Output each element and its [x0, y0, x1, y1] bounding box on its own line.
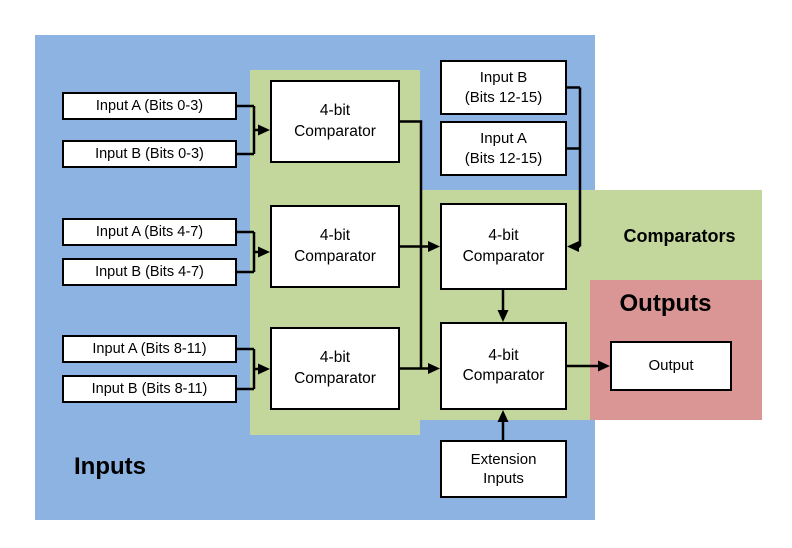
arrowhead [258, 363, 270, 375]
outputs-region-label: Outputs [619, 290, 712, 317]
wire-comparator-4-7-to-comparator-12-15 [400, 241, 440, 252]
arrowhead [497, 410, 509, 422]
input-a-bits-8-11-box: Input A (Bits 8-11) [62, 335, 237, 363]
comparator-label-line1: 4-bit [488, 346, 519, 364]
arrowhead [258, 124, 270, 136]
comparator-bits-12-15: 4-bit Comparator [440, 203, 567, 290]
comparator-bits-8-11: 4-bit Comparator [270, 327, 400, 410]
wire-inputs-0-3-to-comparator [237, 104, 270, 156]
comparator-bits-0-3: 4-bit Comparator [270, 80, 400, 163]
input-b-bits-12-15-line1: Input B [479, 69, 528, 86]
wire-inputs-12-15-to-comparator [567, 86, 582, 252]
wire-comparator-0-3-to-final-comparator [400, 120, 423, 369]
comparator-label-line2: Comparator [294, 247, 376, 265]
comparator-final: 4-bit Comparator [440, 322, 567, 410]
output-box: Output [610, 341, 732, 391]
wire-inputs-8-11-to-comparator [237, 347, 270, 391]
arrowhead [567, 241, 579, 252]
input-b-bits-0-3-box: Input B (Bits 0-3) [62, 140, 237, 168]
comparator-bits-4-7: 4-bit Comparator [270, 205, 400, 288]
comparators-region-label: Comparators [623, 226, 736, 246]
extension-inputs-line2: Inputs [483, 470, 524, 487]
input-b-bits-12-15-line2: (Bits 12-15) [464, 88, 543, 106]
extension-inputs-line1: Extension [470, 450, 537, 468]
input-b-bits-8-11-box: Input B (Bits 8-11) [62, 375, 237, 403]
wire-comparator-12-15-to-final-comparator [497, 290, 509, 322]
wire-comparator-8-11-to-final-comparator [400, 363, 440, 374]
arrowhead [428, 241, 440, 252]
arrowhead [428, 363, 440, 374]
input-a-bits-12-15-line1: Input A [480, 130, 527, 147]
input-b-bits-12-15-box: Input B (Bits 12-15) [440, 60, 567, 115]
input-a-bits-12-15-box: Input A (Bits 12-15) [440, 121, 567, 176]
arrowhead [598, 360, 610, 372]
input-b-bits-4-7-box: Input B (Bits 4-7) [62, 258, 237, 286]
input-a-bits-0-3-box: Input A (Bits 0-3) [62, 92, 237, 120]
inputs-region-label: Inputs [74, 453, 146, 480]
comparator-label-line2: Comparator [294, 122, 376, 140]
wire-extension-inputs-to-final-comparator [497, 410, 509, 440]
comparator-label-line1: 4-bit [319, 349, 351, 367]
wire-final-comparator-to-output [567, 360, 610, 372]
input-a-bits-12-15-line2: (Bits 12-15) [464, 149, 543, 167]
wire-inputs-4-7-to-comparator [237, 230, 270, 274]
comparator-label-line2: Comparator [294, 369, 376, 387]
comparator-label-line1: 4-bit [319, 102, 351, 120]
arrowhead [497, 310, 509, 322]
input-a-bits-4-7-box: Input A (Bits 4-7) [62, 218, 237, 246]
comparator-label-line2: Comparator [462, 247, 545, 265]
comparator-label-line1: 4-bit [488, 227, 519, 245]
comparator-label-line2: Comparator [462, 367, 545, 384]
extension-inputs-box: Extension Inputs [440, 440, 567, 498]
comparator-label-line1: 4-bit [319, 227, 351, 245]
arrowhead [258, 246, 270, 258]
